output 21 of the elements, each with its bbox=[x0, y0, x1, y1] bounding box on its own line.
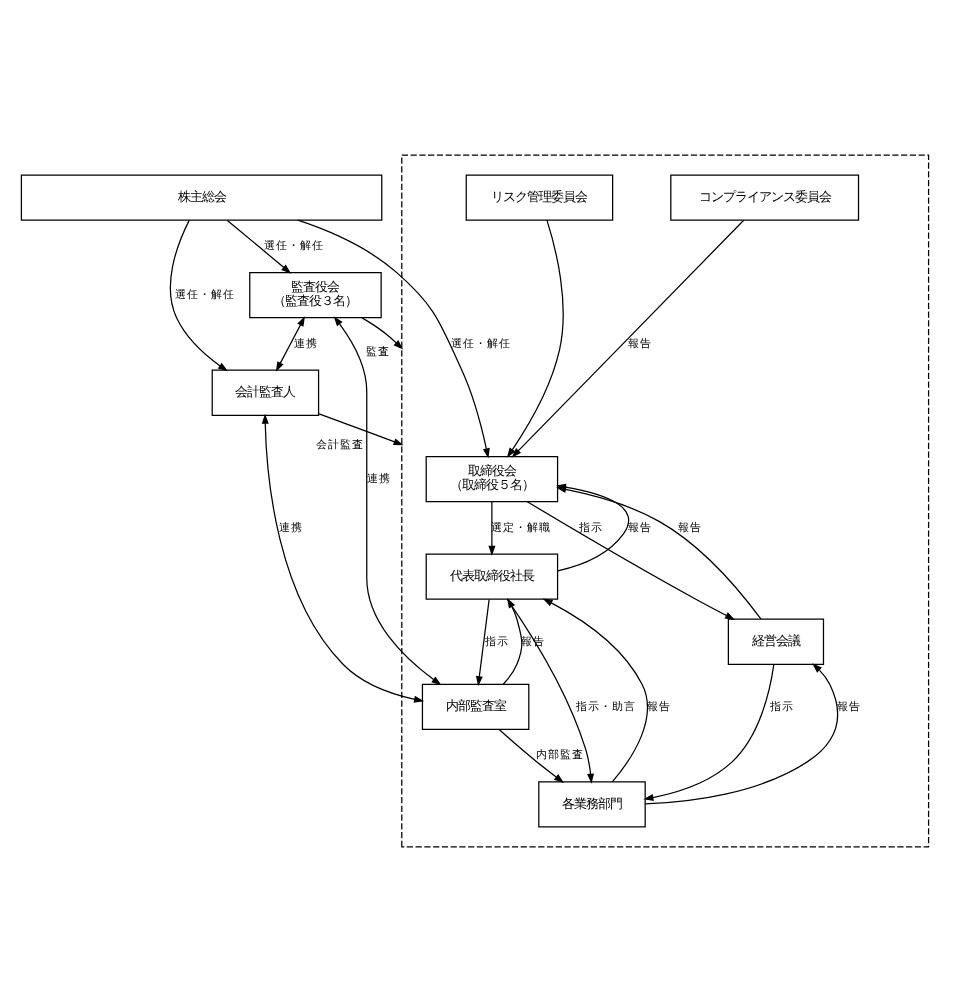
cluster bbox=[401, 154, 930, 848]
arrow bbox=[361, 317, 404, 350]
arrow bbox=[226, 219, 292, 274]
arrow bbox=[511, 219, 745, 458]
arrow bbox=[318, 413, 404, 446]
arrow bbox=[297, 219, 490, 459]
arrow bbox=[261, 413, 425, 703]
arrow bbox=[542, 598, 649, 783]
arrow bbox=[488, 501, 496, 556]
arrow bbox=[502, 597, 523, 685]
arrow bbox=[644, 663, 839, 805]
arrow bbox=[275, 316, 305, 372]
arrow bbox=[333, 316, 442, 686]
arrow bbox=[498, 728, 565, 783]
arrow bbox=[506, 598, 595, 784]
arrow bbox=[169, 219, 228, 372]
arrow bbox=[506, 219, 564, 458]
arrow bbox=[526, 501, 735, 620]
arrow bbox=[475, 598, 490, 687]
arrow bbox=[643, 664, 775, 801]
arrow bbox=[556, 486, 762, 620]
